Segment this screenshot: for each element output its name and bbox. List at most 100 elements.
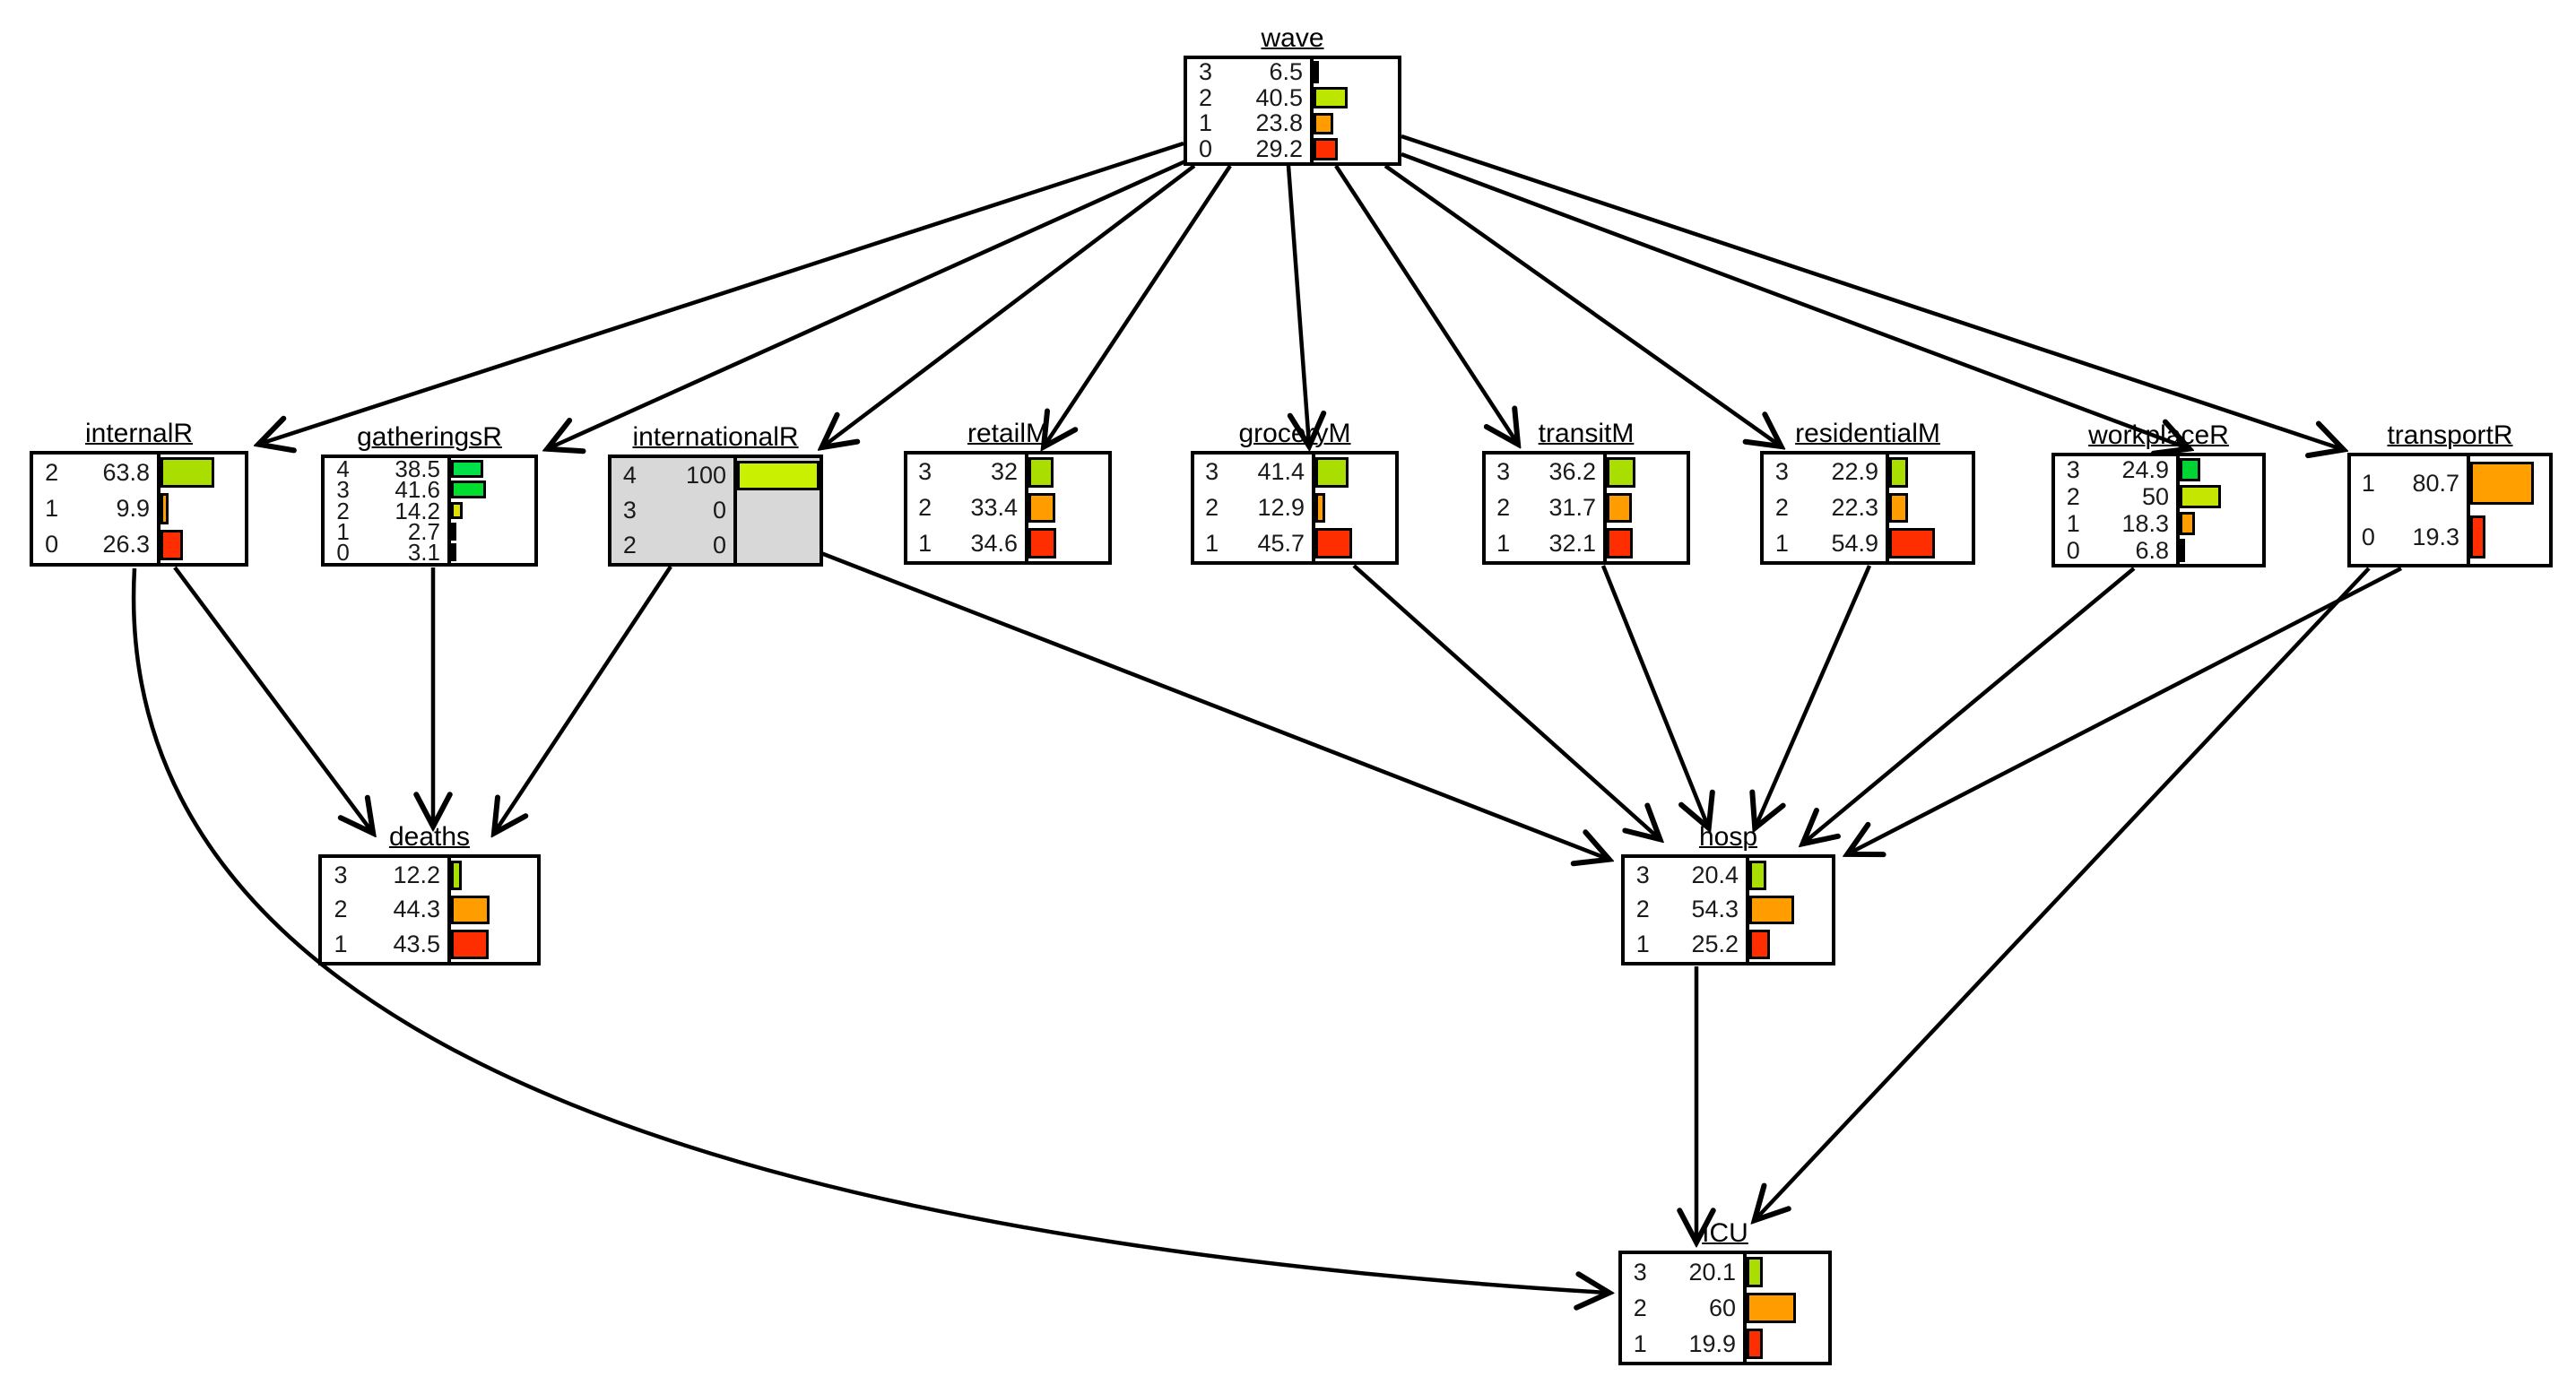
bar-baseline-divider (1743, 1254, 1747, 1362)
state-value: 6.8 (2135, 536, 2169, 564)
state-bar-transportR-1 (2470, 462, 2534, 505)
state-value: 25.2 (1691, 931, 1739, 958)
bar-baseline-divider (2467, 456, 2470, 564)
state-label: 0 (2361, 523, 2375, 550)
state-bar-retailM-2 (1028, 492, 1055, 524)
state-value: 12.9 (1257, 493, 1305, 521)
state-bar-residentialM-1 (1889, 528, 1935, 558)
bar-baseline-divider (733, 458, 737, 563)
state-label: 2 (1205, 493, 1219, 521)
state-label: 3 (1496, 458, 1511, 486)
state-value: 20.1 (1688, 1258, 1736, 1286)
state-value: 0 (712, 497, 726, 524)
state-bar-retailM-3 (1028, 456, 1054, 488)
state-label: 3 (1774, 458, 1789, 486)
state-bar-groceryM-3 (1315, 456, 1349, 488)
state-value: 19.3 (2412, 523, 2459, 550)
state-value: 80.7 (2412, 469, 2459, 497)
state-bar-transportR-0 (2470, 515, 2485, 558)
state-bar-ICU-2 (1747, 1293, 1796, 1323)
state-value: 34.6 (970, 529, 1018, 557)
state-bar-transitM-2 (1607, 492, 1632, 524)
state-label: 3 (1199, 57, 1213, 85)
state-label: 1 (1496, 529, 1511, 557)
state-value: 3.1 (407, 539, 440, 567)
node-title-hosp: hosp (1698, 822, 1758, 852)
state-bar-retailM-1 (1028, 528, 1056, 558)
state-label: 1 (1774, 529, 1789, 557)
state-label: 2 (334, 896, 348, 923)
state-bar-groceryM-1 (1315, 528, 1352, 558)
state-bar-internalR-0 (160, 529, 183, 560)
edge-wave-transportR (1401, 134, 2342, 449)
state-label: 2 (1635, 896, 1650, 923)
state-bar-residentialM-2 (1889, 492, 1908, 524)
state-value: 18.3 (2121, 509, 2169, 537)
state-bar-groceryM-2 (1315, 492, 1325, 524)
state-value: 0 (712, 532, 726, 558)
state-bar-transitM-3 (1607, 456, 1635, 488)
state-bar-wave-2 (1314, 86, 1348, 109)
state-bar-internalR-2 (160, 457, 214, 489)
node-title-transportR: transportR (2387, 420, 2513, 450)
state-label: 2 (1774, 493, 1789, 521)
state-label: 3 (1635, 861, 1650, 888)
state-bar-ICU-1 (1747, 1329, 1763, 1359)
state-value: 9.9 (116, 494, 150, 522)
state-bar-wave-3 (1314, 61, 1319, 83)
state-value: 32.1 (1548, 529, 1596, 557)
state-value: 6.5 (1269, 57, 1303, 85)
state-bar-internalR-1 (160, 493, 169, 524)
state-bar-ICU-3 (1747, 1257, 1763, 1287)
state-label: 0 (2066, 536, 2080, 564)
state-value: 12.2 (393, 861, 440, 888)
edge-wave-transitM (1334, 164, 1517, 443)
state-value: 22.9 (1831, 458, 1878, 486)
state-value: 14.2 (395, 497, 440, 524)
state-value: 54.3 (1691, 896, 1739, 923)
state-value: 19.9 (1688, 1329, 1736, 1357)
state-value: 22.3 (1831, 493, 1878, 521)
state-value: 32 (990, 458, 1018, 486)
node-title-gatheringsR: gatheringsR (357, 422, 502, 452)
state-label: 1 (2066, 509, 2080, 537)
state-label: 2 (622, 532, 637, 558)
state-label: 3 (336, 476, 350, 504)
state-label: 0 (1199, 135, 1213, 163)
state-value: 29.2 (1255, 135, 1303, 163)
state-bar-gatheringsR-4 (451, 459, 483, 478)
state-label: 2 (45, 458, 59, 486)
node-title-internationalR: internationalR (632, 422, 799, 452)
